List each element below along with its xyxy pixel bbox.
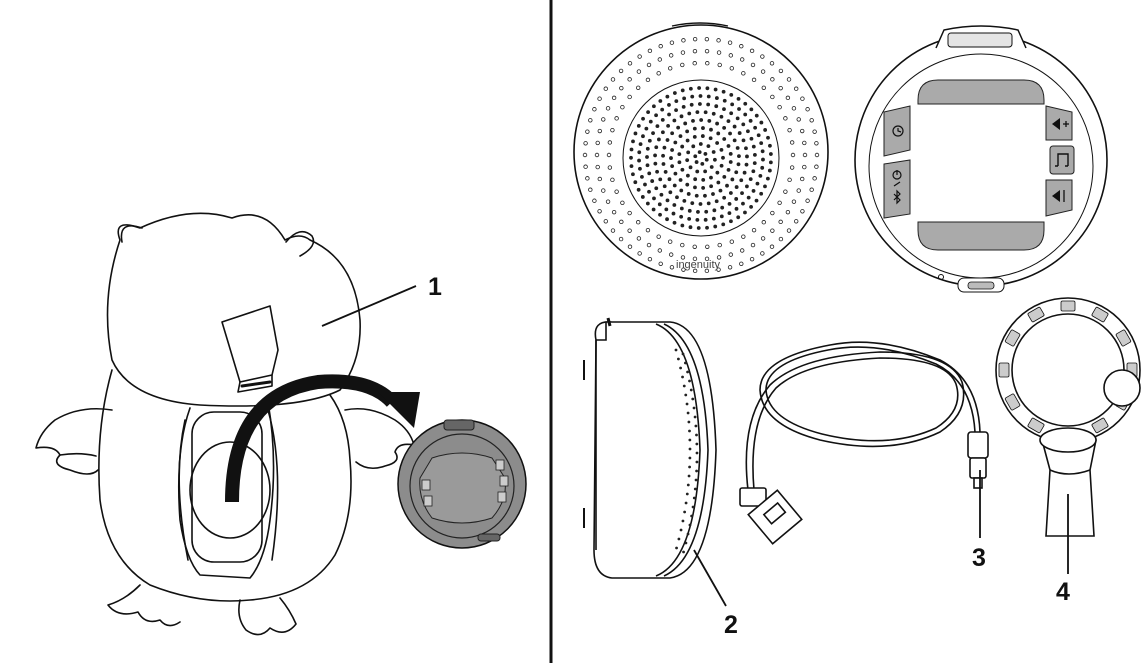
small-speaker-back-icon bbox=[397, 419, 527, 549]
speaker-side-icon bbox=[583, 317, 717, 579]
music-note-icon bbox=[1055, 153, 1069, 167]
owl-plush-icon bbox=[35, 212, 415, 636]
power-bluetooth-icon bbox=[892, 170, 902, 205]
usb-cable-icon bbox=[739, 341, 989, 545]
brand-logo: ingenuity bbox=[676, 259, 721, 271]
callout-2-leader bbox=[693, 549, 727, 607]
callout-4-label: 4 bbox=[1056, 578, 1070, 606]
callout-1-label: 1 bbox=[428, 273, 442, 301]
speaker-back-icon bbox=[854, 25, 1108, 293]
clip-ring-icon bbox=[995, 297, 1141, 537]
clock-icon bbox=[892, 125, 904, 137]
insert-arrow-icon bbox=[225, 374, 420, 503]
callout-1-leader bbox=[321, 285, 417, 327]
volume-up-icon bbox=[1052, 118, 1069, 130]
callout-2-label: 2 bbox=[724, 611, 738, 639]
volume-down-icon bbox=[1052, 190, 1065, 202]
callout-3-label: 3 bbox=[972, 544, 986, 572]
speaker-front-icon: ingenuity bbox=[573, 22, 829, 280]
